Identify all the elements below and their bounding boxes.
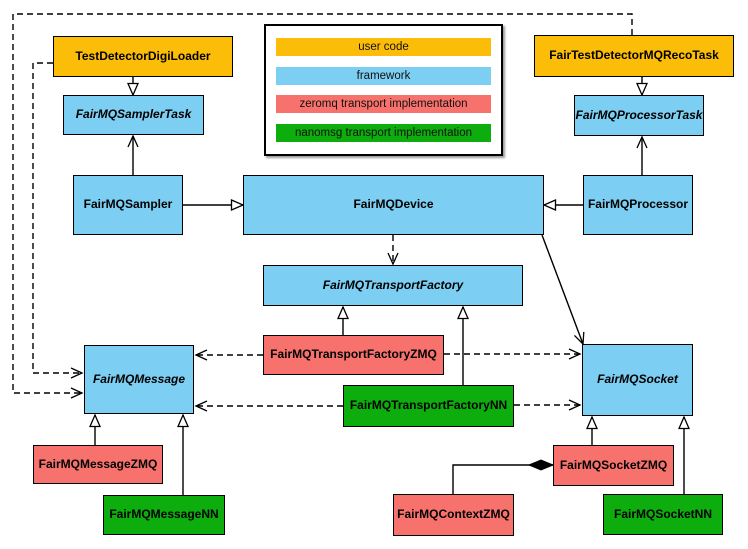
legend-item-nanomsg: nanomsg transport implementation xyxy=(276,123,491,142)
legend-item-framework: framework xyxy=(276,66,491,85)
node-fairmq-context-zmq: FairMQContextZMQ xyxy=(393,494,514,536)
node-fairmq-message-nn: FairMQMessageNN xyxy=(103,495,225,535)
node-fairmq-socket: FairMQSocket xyxy=(582,344,693,416)
node-fair-test-detector-mq-reco-task: FairTestDetectorMQRecoTask xyxy=(534,35,734,77)
node-fairmq-socket-zmq: FairMQSocketZMQ xyxy=(553,445,674,486)
node-fairmq-sampler-task: FairMQSamplerTask xyxy=(63,95,204,135)
node-fairmq-socket-nn: FairMQSocketNN xyxy=(603,494,723,535)
edge-device-socket xyxy=(541,234,585,346)
node-fairmq-transport-factory: FairMQTransportFactory xyxy=(263,265,523,306)
edge-socketzmq-contextzmq-composition xyxy=(452,465,553,494)
legend-item-zeromq: zeromq transport implementation xyxy=(276,95,491,114)
legend-item-user-code: user code xyxy=(276,38,491,57)
node-fairmq-transport-factory-zmq: FairMQTransportFactoryZMQ xyxy=(263,335,444,375)
node-fairmq-sampler: FairMQSampler xyxy=(73,175,183,235)
node-fairmq-message: FairMQMessage xyxy=(84,345,194,414)
legend: user code framework zeromq transport imp… xyxy=(264,24,503,156)
node-test-detector-digi-loader: TestDetectorDigiLoader xyxy=(53,36,233,77)
node-fairmq-processor: FairMQProcessor xyxy=(583,175,693,235)
node-fairmq-transport-factory-nn: FairMQTransportFactoryNN xyxy=(343,385,514,427)
node-fairmq-processor-task: FairMQProcessorTask xyxy=(574,95,704,136)
node-fairmq-message-zmq: FairMQMessageZMQ xyxy=(33,445,163,484)
node-fairmq-device: FairMQDevice xyxy=(243,175,544,235)
